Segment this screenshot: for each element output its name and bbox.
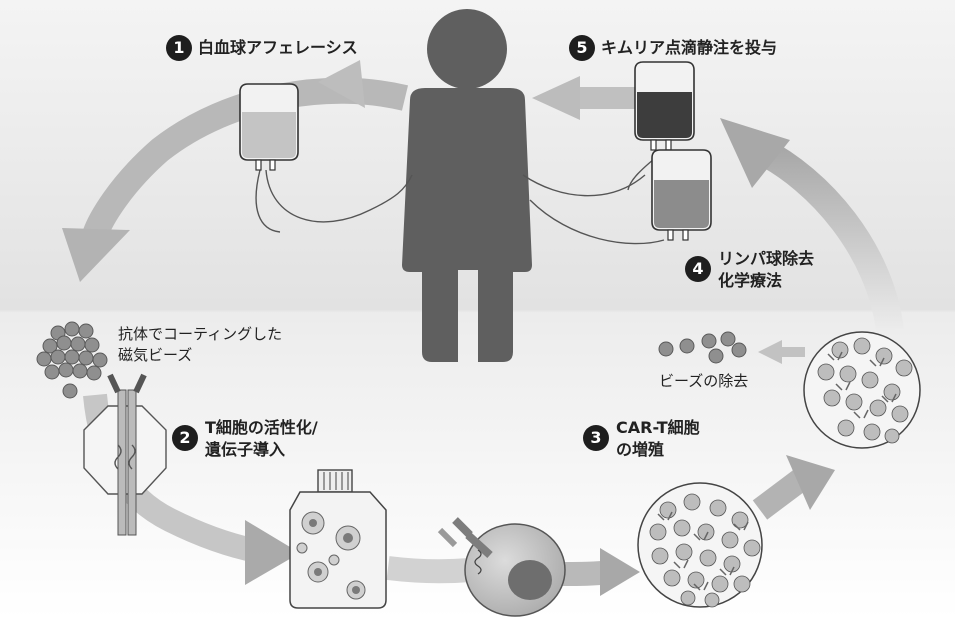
step-2-label-line1: T細胞の活性化/ [205, 418, 318, 437]
arrow-harvest [752, 470, 808, 520]
step-4-label-line1: リンパ球除去 [718, 249, 815, 268]
step-4-label-line2: 化学療法 [718, 271, 783, 290]
arrow-transduce [386, 556, 471, 584]
step-3-badge: 3 [583, 425, 609, 451]
step-1-badge: 1 [166, 35, 192, 61]
step-2-label-line2: 遺伝子導入 [205, 440, 286, 459]
step-1-label: 白血球アフェレーシス [198, 38, 358, 57]
arrow-activation-head [245, 520, 300, 585]
activation-hexagon [83, 373, 167, 536]
patient-head [427, 9, 507, 89]
step-3-label-line2: の増殖 [616, 440, 665, 459]
arrow-return-head [720, 118, 790, 188]
removed-beads [658, 331, 747, 364]
culture-flask [289, 469, 387, 609]
magnetic-beads-cluster [36, 321, 108, 399]
beads-label-line1: 抗体でコーティングした [118, 325, 283, 343]
kymriah-bag [634, 61, 695, 151]
arrow-bead-removal-head [758, 340, 782, 364]
step-4-badge: 4 [685, 256, 711, 282]
harvest-circle [803, 331, 921, 449]
iv-tubes [255, 149, 666, 245]
arrow-collect-head [62, 228, 130, 282]
arrow-infuse-head [532, 76, 580, 120]
collection-bag [239, 83, 299, 171]
bead-removal-label: ビーズの除去 [659, 372, 749, 390]
step-3-label-line1: CAR-T細胞 [616, 418, 700, 437]
patient-body [402, 88, 532, 362]
car-t-cell [437, 517, 566, 617]
step-2-badge: 2 [172, 425, 198, 451]
beads-label-line2: 磁気ビーズ [118, 346, 193, 364]
chemotherapy-bag [651, 149, 712, 241]
step-5-label: キムリア点滴静注を投与 [601, 38, 778, 57]
expansion-circle [637, 482, 763, 608]
arrow-harvest-head [786, 455, 835, 510]
arrow-expand-head [600, 548, 640, 596]
arrow-to-bag-head [318, 60, 365, 108]
arrow-return [753, 137, 904, 333]
step-5-badge: 5 [569, 35, 595, 61]
patient-figure [402, 9, 532, 362]
